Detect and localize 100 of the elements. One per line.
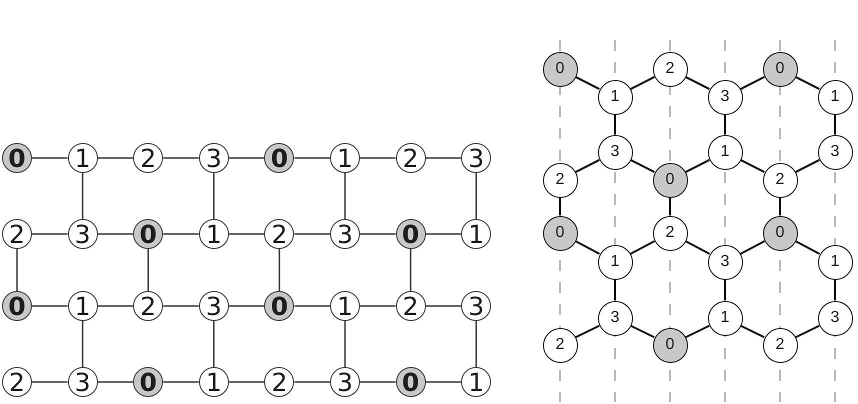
connector-line [795, 240, 820, 255]
connector-line [795, 76, 820, 90]
lattice-node-circle: 0 [2, 143, 32, 173]
lattice-node-circle: 2 [264, 219, 294, 249]
lattice-node-circle: 1 [598, 244, 632, 280]
connector-line [475, 173, 477, 219]
connector-line [426, 381, 462, 383]
lattice-node-circle: 3 [598, 134, 632, 170]
lattice-node-circle: 1 [598, 80, 632, 114]
connector-line [360, 233, 396, 235]
lattice-node-circle: 2 [396, 143, 426, 173]
connector-line [559, 198, 561, 216]
lattice-node-circle: 3 [818, 134, 852, 170]
lattice-node-circle: 3 [68, 367, 98, 397]
lattice-node-circle: 1 [818, 244, 852, 280]
connector-line [740, 159, 765, 173]
connector-line [278, 249, 280, 291]
connector-line [32, 157, 68, 159]
lattice-node-circle: 3 [198, 143, 229, 173]
connector-line [426, 157, 462, 159]
connector-line [724, 280, 726, 300]
lattice-node-circle: 3 [330, 367, 360, 397]
lattice-node-circle: 3 [598, 300, 632, 336]
lattice-node-circle: 1 [461, 219, 492, 249]
lattice-node-circle: 0 [542, 52, 578, 86]
connector-line [614, 114, 616, 134]
lattice-node-circle: 3 [708, 244, 742, 280]
connector-line [410, 249, 412, 291]
lattice-node-circle: 1 [198, 367, 229, 397]
lattice-node-circle: 0 [762, 216, 798, 250]
lattice-node-circle: 3 [330, 219, 360, 249]
lattice-node-circle: 2 [264, 367, 294, 397]
lattice-node-circle: 1 [461, 367, 492, 397]
lattice-node-circle: 2 [2, 367, 32, 397]
lattice-node-circle: 0 [264, 143, 294, 173]
connector-line [426, 233, 462, 235]
connector-line [294, 233, 330, 235]
connector-line [32, 381, 68, 383]
lattice-node-circle: 0 [762, 52, 798, 86]
lattice-node-circle: 1 [708, 300, 742, 336]
lattice-node-circle: 0 [264, 291, 294, 321]
connector-line [163, 233, 199, 235]
lattice-node-circle: 3 [461, 291, 492, 321]
lattice-node-circle: 2 [762, 162, 798, 198]
connector-line [32, 233, 68, 235]
lattice-node-circle: 0 [652, 328, 688, 362]
connector-line [32, 305, 68, 307]
connector-line [98, 305, 134, 307]
connector-line [740, 324, 765, 338]
connector-line [360, 305, 396, 307]
lattice-node-circle: 2 [2, 219, 32, 249]
connector-line [685, 240, 710, 255]
connector-line [685, 76, 710, 90]
connector-line [294, 381, 330, 383]
connector-line [163, 157, 199, 159]
lattice-node-circle: 3 [68, 219, 98, 249]
lattice-node-circle: 2 [762, 328, 798, 362]
connector-line [575, 159, 600, 173]
connector-line [98, 381, 134, 383]
lattice-node-circle: 1 [330, 291, 360, 321]
connector-line [294, 305, 330, 307]
lattice-node-circle: 0 [133, 219, 164, 249]
connector-line [16, 249, 18, 291]
connector-line [98, 157, 134, 159]
connector-line [834, 280, 836, 300]
connector-line [795, 324, 820, 338]
lattice-node-circle: 1 [818, 80, 852, 114]
lattice-node-circle: 2 [652, 52, 688, 86]
connector-line [294, 157, 330, 159]
lattice-node-circle: 0 [652, 162, 688, 198]
lattice-node-circle: 0 [396, 367, 426, 397]
connector-line [344, 321, 346, 367]
lattice-node-circle: 2 [133, 291, 164, 321]
connector-line [724, 114, 726, 134]
connector-line [740, 240, 765, 255]
connector-line [685, 159, 710, 173]
connector-line [147, 249, 149, 291]
lattice-node-circle: 3 [198, 291, 229, 321]
connector-line [360, 157, 396, 159]
connector-line [228, 381, 264, 383]
connector-line [795, 159, 820, 173]
lattice-node-circle: 1 [68, 143, 98, 173]
connector-line [360, 381, 396, 383]
connector-line [779, 198, 781, 216]
connector-line [228, 233, 264, 235]
connector-line [213, 173, 215, 219]
connector-line [98, 233, 134, 235]
connector-line [163, 305, 199, 307]
connector-line [575, 240, 600, 255]
connector-line [475, 321, 477, 367]
connector-line [575, 76, 600, 90]
connector-line [575, 324, 600, 338]
connector-line [82, 173, 84, 219]
lattice-node-circle: 0 [396, 219, 426, 249]
lattice-node-circle: 3 [818, 300, 852, 336]
lattice-node-circle: 3 [708, 80, 742, 114]
connector-line [630, 76, 655, 90]
connector-line [669, 198, 671, 216]
lattice-node-circle: 1 [708, 134, 742, 170]
lattice-node-circle: 2 [396, 291, 426, 321]
